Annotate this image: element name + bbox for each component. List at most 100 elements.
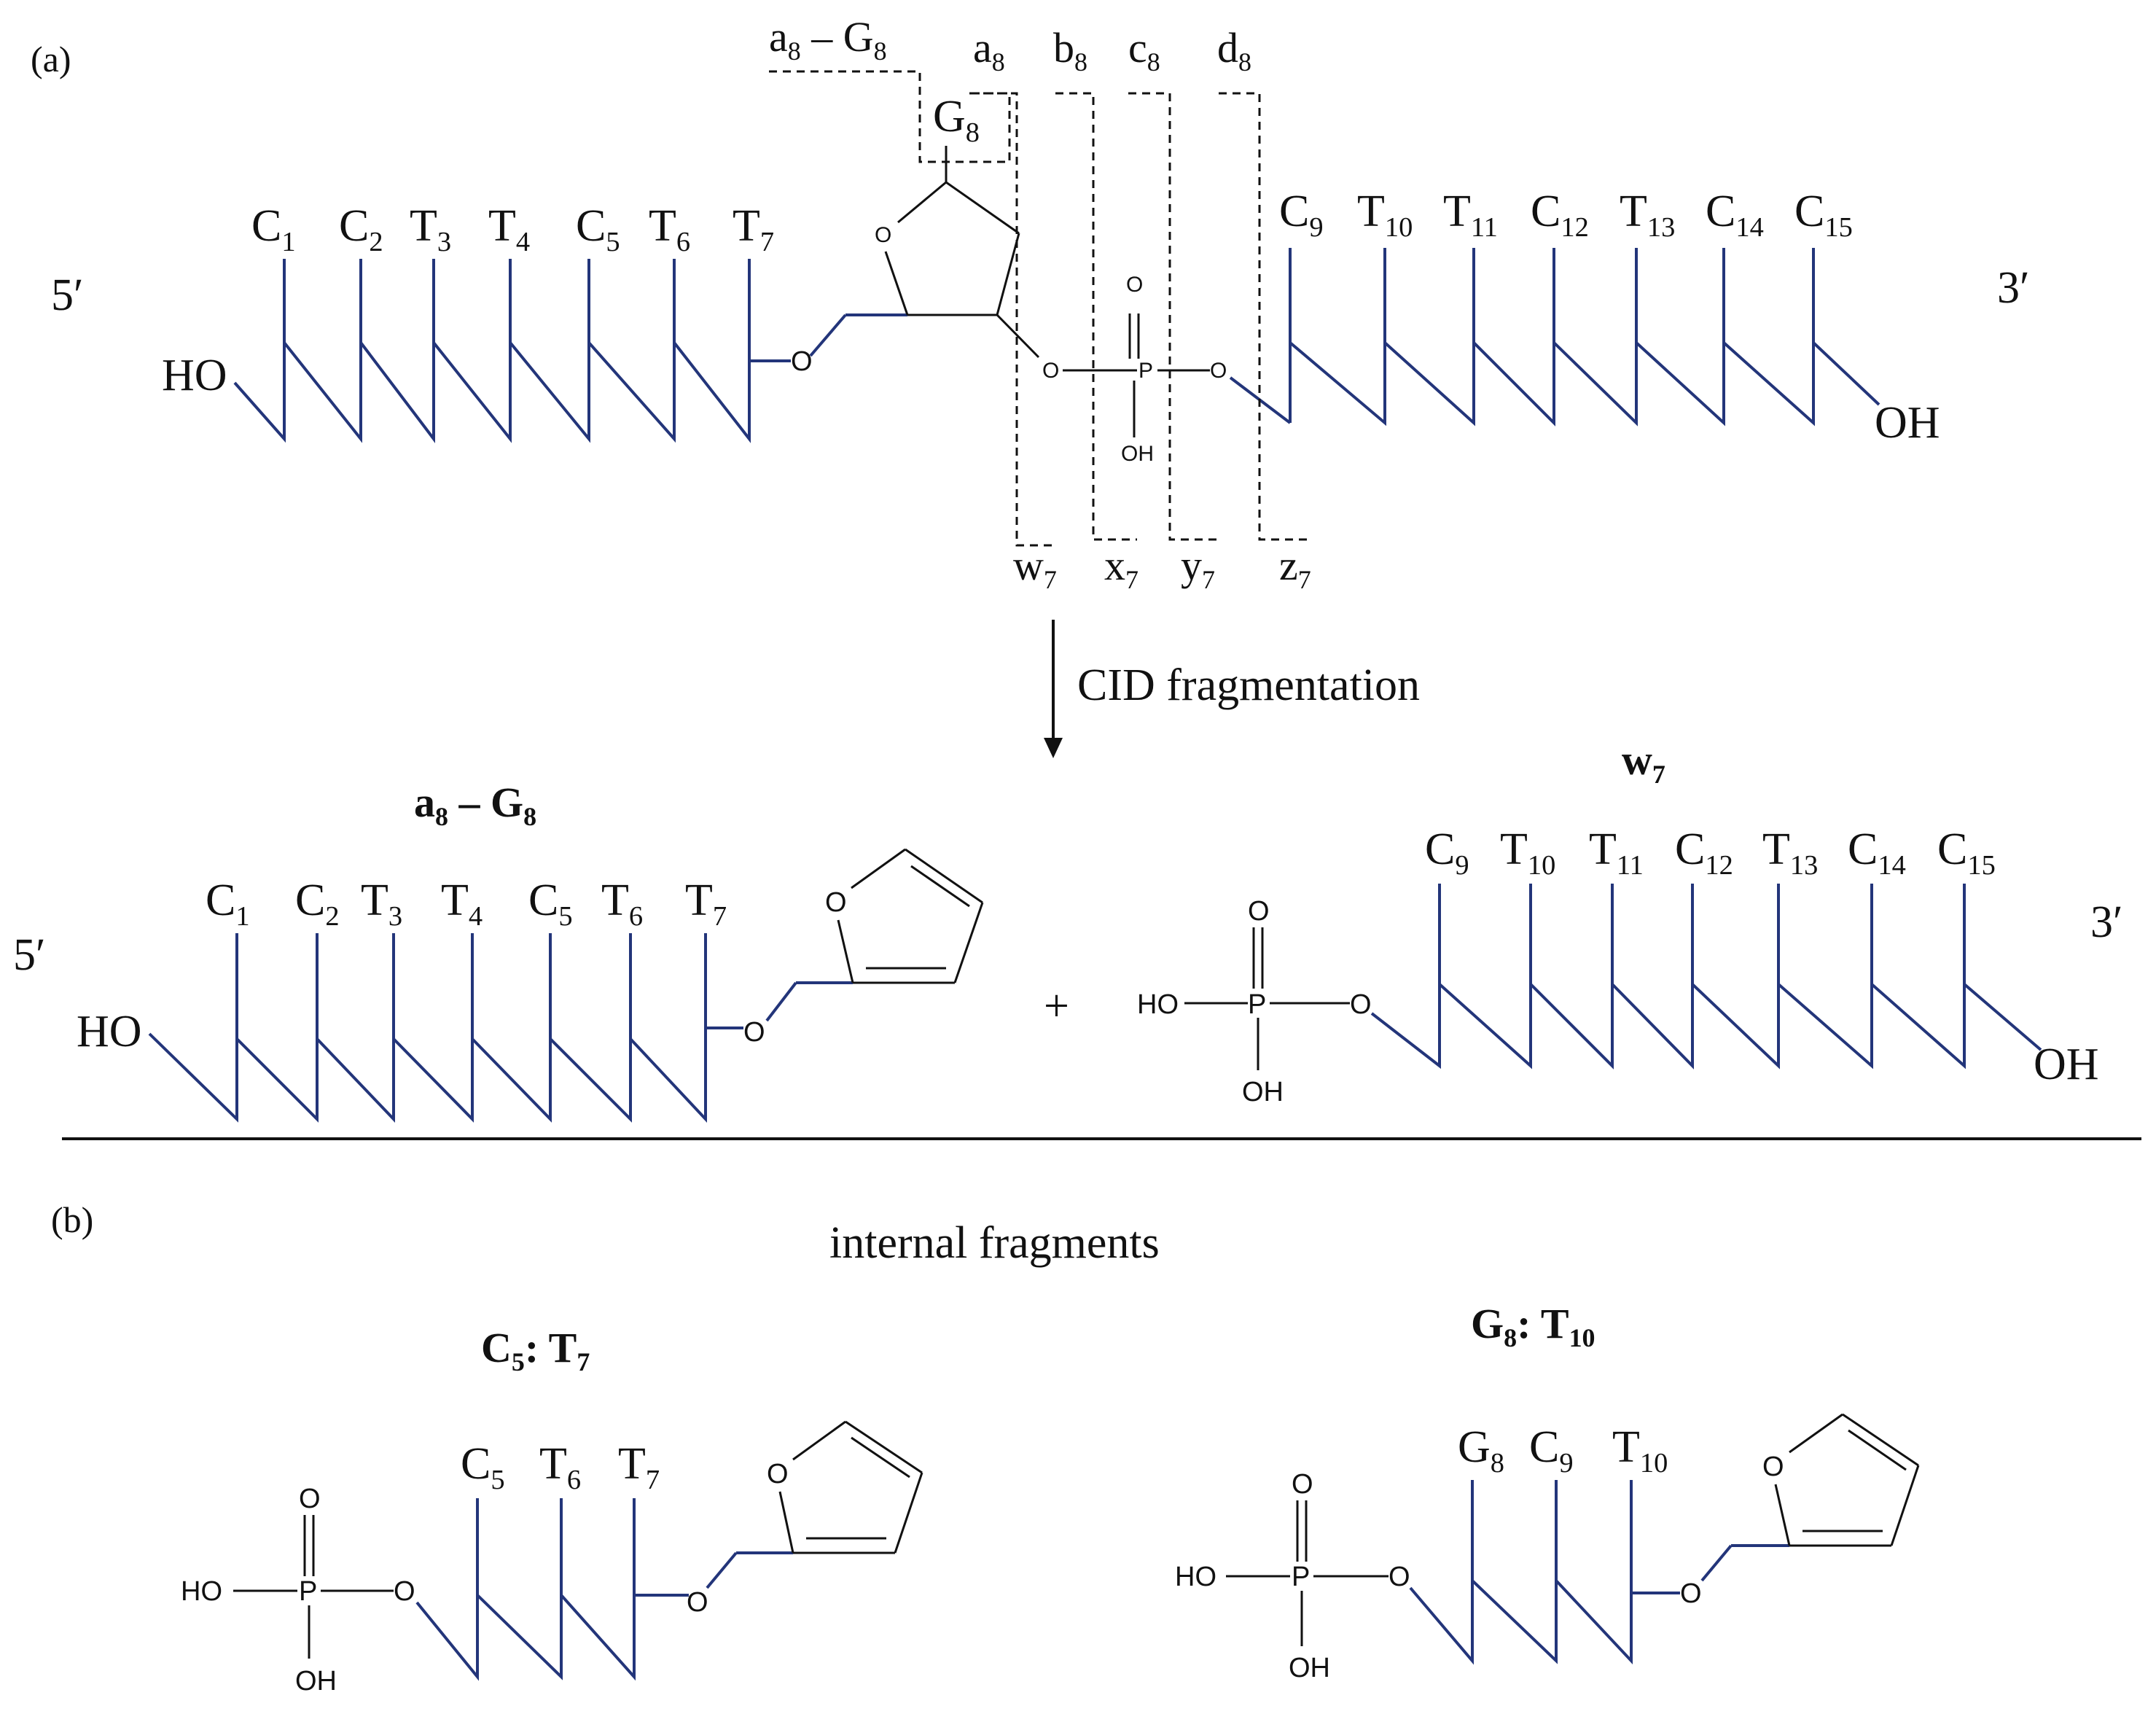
cid-fragmentation-label: CID fragmentation	[1077, 661, 1420, 710]
frag-a-base-t7: T7	[685, 876, 727, 932]
cleavage-label-a8: a8	[973, 24, 1005, 77]
cleavage-top-labels: a8 – G8 a8 b8 c8 d8	[769, 13, 1251, 77]
fragment-a-five-prime-label: 5′	[13, 930, 46, 980]
svg-text:O: O	[394, 1576, 415, 1607]
top-left-base-sticks	[283, 259, 751, 361]
internal-2-title: G8: T10	[1471, 1300, 1595, 1352]
frag-a-base-c2: C2	[295, 876, 340, 932]
phosphate-frag-w: HO P O OH O	[1137, 896, 1372, 1107]
frag-w-base-t11: T11	[1589, 825, 1644, 881]
svg-text:O: O	[1292, 1469, 1313, 1500]
cleavage-label-y7: y7	[1181, 542, 1215, 594]
plus-sign: +	[1044, 981, 1069, 1031]
internal-fragments-heading: internal fragments	[829, 1218, 1160, 1268]
internal-1-base-c5: C5	[461, 1439, 505, 1495]
top-three-prime-label: 3′	[1997, 263, 2030, 313]
svg-text:O: O	[767, 1459, 789, 1489]
svg-text:OH: OH	[1289, 1653, 1330, 1683]
frag-a-base-t6: T6	[601, 876, 643, 932]
internal-fragment-c5-t7: C5: T7 HO P O OH O C5 T6 T7 O O	[181, 1324, 923, 1697]
cid-arrow	[1044, 620, 1063, 758]
cleavage-label-z7: z7	[1279, 542, 1311, 594]
top-oligo-structure: 5′ 3′ HO OH C1 C2 T3 T4 C5 T6 T7 O	[51, 92, 2030, 466]
internal-2-base-t10: T10	[1612, 1422, 1668, 1479]
fragment-a-ho-label: HO	[77, 1007, 142, 1056]
top-right-base-labels: C9 T10 T11 C12 T13 C14 C15	[1279, 187, 1853, 243]
base-label-c15: C15	[1794, 187, 1853, 243]
svg-text:P: P	[1138, 359, 1153, 383]
frag-w-base-c9: C9	[1425, 825, 1469, 881]
internal-2-backbone	[1409, 1576, 1680, 1665]
base-label-t13: T13	[1620, 187, 1675, 243]
internal-1-base-t7: T7	[618, 1439, 660, 1495]
top-five-prime-label: 5′	[51, 270, 84, 320]
svg-text:O: O	[1210, 359, 1227, 383]
svg-text:HO: HO	[1175, 1562, 1216, 1592]
o5-c5-bond	[809, 313, 847, 357]
internal-2-base-g8: G8	[1458, 1422, 1504, 1479]
internal-2-o-atom: O	[1680, 1578, 1702, 1609]
cleavage-label-b8: b8	[1053, 24, 1087, 77]
furan-ring-internal-2: O	[1762, 1413, 1920, 1547]
frag-a-base-t4: T4	[441, 876, 483, 932]
svg-text:O: O	[1042, 359, 1059, 383]
frag-w-base-c15: C15	[1937, 825, 1996, 881]
svg-text:P: P	[299, 1576, 317, 1607]
top-right-base-sticks	[1289, 248, 1815, 343]
panel-label-a: (a)	[31, 39, 71, 79]
top-left-backbone	[233, 338, 791, 443]
svg-text:O: O	[875, 223, 891, 247]
internal-1-title: C5: T7	[481, 1324, 590, 1376]
base-label-t7: T7	[733, 201, 774, 257]
cleavage-site-brackets	[769, 70, 1312, 547]
svg-text:OH: OH	[1121, 442, 1154, 466]
svg-text:HO: HO	[1137, 989, 1179, 1020]
svg-text:HO: HO	[181, 1576, 222, 1607]
frag-a-base-t3: T3	[361, 876, 402, 932]
base-label-t3: T3	[410, 201, 451, 257]
panel-label-b: (b)	[51, 1199, 93, 1240]
g8-base-label: G8	[933, 92, 980, 148]
base-label-t6: T6	[649, 201, 690, 257]
frag-w-base-c14: C14	[1848, 825, 1906, 881]
fragment-w7: w7 3′ OH HO P O OH O C9 T10 T11 C12 T13 …	[1137, 736, 2123, 1107]
svg-text:O: O	[1388, 1562, 1410, 1592]
base-label-c1: C1	[251, 201, 296, 257]
furan-ring-frag-a: O	[825, 848, 984, 984]
fragment-w-oh-label: OH	[2034, 1040, 2099, 1089]
cleavage-label-a8-g8: a8 – G8	[769, 13, 887, 66]
top-oh-label: OH	[1875, 398, 1940, 448]
internal-1-base-t6: T6	[539, 1439, 581, 1495]
phosphate-internal-2: HO P O OH O	[1175, 1469, 1410, 1683]
svg-text:O: O	[1762, 1452, 1784, 1482]
top-o5-atom: O	[791, 346, 813, 377]
svg-text:O: O	[1126, 273, 1143, 297]
base-label-t10: T10	[1357, 187, 1413, 243]
fragment-a-backbone	[148, 1027, 743, 1123]
base-label-c12: C12	[1531, 187, 1589, 243]
top-left-base-labels: C1 C2 T3 T4 C5 T6 T7	[251, 201, 774, 257]
base-label-c14: C14	[1706, 187, 1764, 243]
fragment-w-three-prime-label: 3′	[2090, 897, 2123, 947]
frag-a-o-atom: O	[743, 1017, 765, 1048]
frag-a-base-c5: C5	[528, 876, 573, 932]
phosphate-internal-1: HO P O OH O	[181, 1484, 415, 1697]
internal-fragment-g8-t10: G8: T10 HO P O OH O G8 C9 T10 O O	[1175, 1300, 1920, 1683]
svg-text:O: O	[1248, 896, 1270, 927]
base-label-t4: T4	[488, 201, 530, 257]
internal-1-backbone	[415, 1591, 689, 1681]
svg-text:OH: OH	[1242, 1077, 1284, 1107]
fragment-w-backbone	[1370, 981, 2042, 1070]
frag-w-base-t10: T10	[1500, 825, 1555, 881]
cleavage-label-c8: c8	[1128, 24, 1160, 77]
base-label-c5: C5	[576, 201, 620, 257]
top-right-backbone	[1289, 339, 1880, 426]
svg-text:O: O	[299, 1484, 321, 1514]
frag-w-base-c12: C12	[1675, 825, 1733, 881]
phosphodiester-linkage: O P O OH O	[996, 273, 1292, 466]
internal-2-base-c9: C9	[1529, 1422, 1574, 1479]
fragment-a8-g8: a8 – G8 5′ HO C1 C2 T3 T4 C5 T6 T7 O O	[13, 779, 984, 1123]
base-label-c2: C2	[339, 201, 383, 257]
cleavage-label-x7: x7	[1104, 542, 1138, 594]
